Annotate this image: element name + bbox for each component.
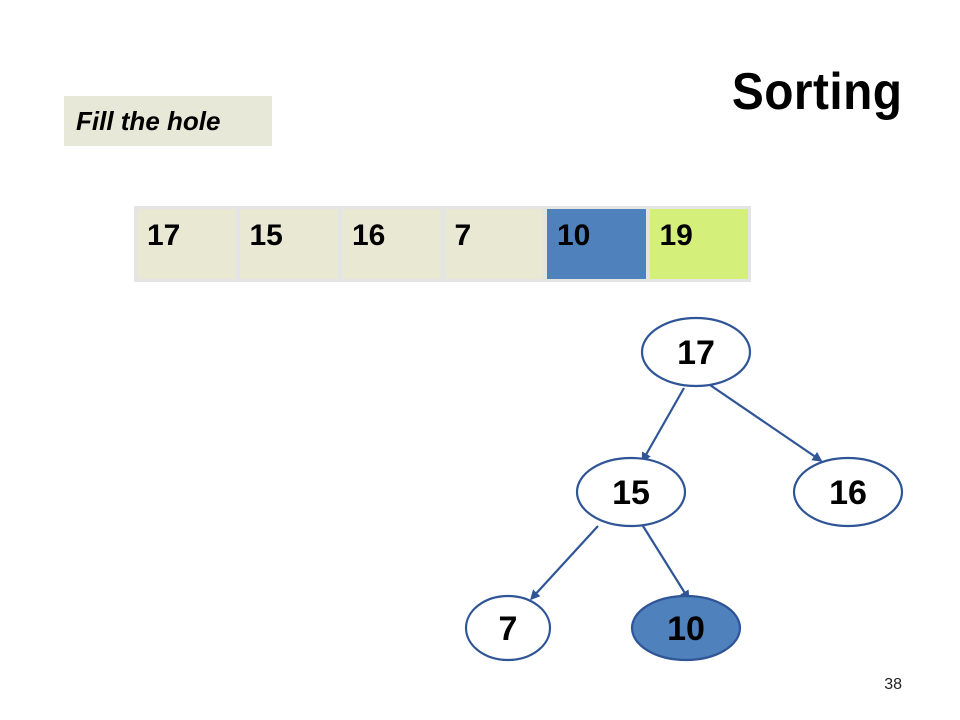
tree-edge bbox=[529, 525, 599, 601]
tree-node-label: 17 bbox=[677, 334, 715, 372]
callout-box: Fill the hole bbox=[64, 96, 272, 146]
tree-edges bbox=[529, 384, 823, 601]
tree-node-circle bbox=[630, 594, 742, 662]
tree-node-circle bbox=[792, 456, 904, 528]
page-number: 38 bbox=[884, 676, 902, 693]
slide-title: Sorting bbox=[731, 63, 902, 121]
tree-node: 15 bbox=[575, 456, 687, 528]
array-strip: 17 15 16 7 10 19 bbox=[134, 206, 751, 282]
tree-edge bbox=[641, 387, 685, 463]
tree-node-label: 16 bbox=[829, 474, 867, 512]
array-cell: 16 bbox=[342, 209, 441, 279]
tree-node: 7 bbox=[464, 594, 552, 662]
tree-node-circle bbox=[575, 456, 687, 528]
array-cell-sorted: 19 bbox=[649, 209, 748, 279]
array-cell: 15 bbox=[239, 209, 338, 279]
array-cell: 17 bbox=[137, 209, 236, 279]
tree-node-label: 15 bbox=[612, 474, 650, 512]
tree-edge bbox=[709, 384, 823, 462]
callout-text: Fill the hole bbox=[76, 105, 221, 136]
array-cell: 7 bbox=[444, 209, 543, 279]
tree-node-label: 10 bbox=[667, 610, 705, 648]
tree-node-hole: 10 bbox=[630, 594, 742, 662]
tree-node-circle bbox=[464, 594, 552, 662]
array-cell-hole: 10 bbox=[547, 209, 646, 279]
tree-node-label: 7 bbox=[499, 610, 518, 648]
tree-node-circle bbox=[640, 316, 752, 388]
tree-node: 16 bbox=[792, 456, 904, 528]
tree-edge bbox=[642, 525, 690, 601]
tree-node: 17 bbox=[640, 316, 752, 388]
